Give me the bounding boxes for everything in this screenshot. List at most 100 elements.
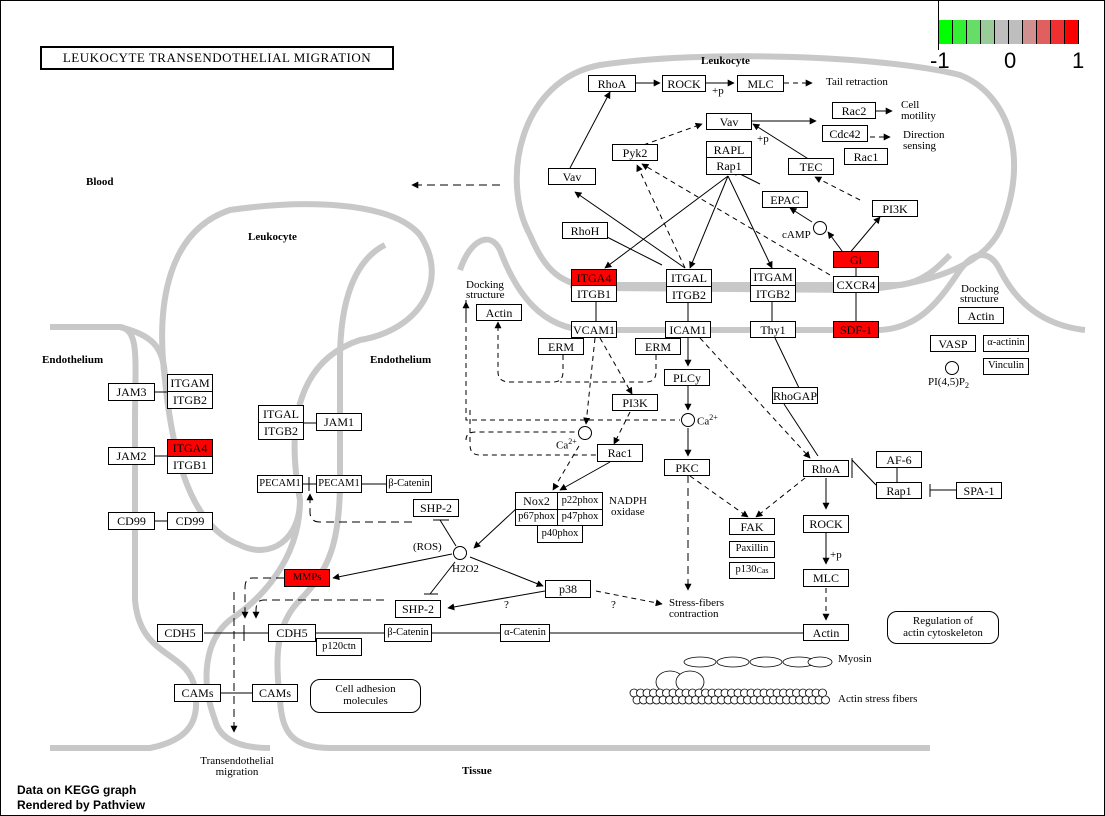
gene-node-pi3k-top[interactable]: PI3K [872,200,918,217]
gene-node-rap1-top[interactable]: Rap1 [706,157,752,175]
legend-tick-min: -1 [930,48,950,73]
gene-node-vasp[interactable]: VASP [930,335,976,352]
gene-node-epac[interactable]: EPAC [762,191,808,208]
gene-node-p38[interactable]: p38 [545,580,591,598]
gene-node-itgb1-left[interactable]: ITGB1 [167,456,213,474]
gene-node-pkc[interactable]: PKC [664,459,710,476]
label-h2o2: H2O2 [452,563,479,575]
gene-node-itgam-main[interactable]: ITGAM [750,268,796,286]
compound-pip2[interactable] [945,361,959,375]
gene-node-jam2[interactable]: JAM2 [108,447,155,465]
label-plus-p-2: +p [757,133,769,145]
gene-node-shp2-top[interactable]: SHP-2 [413,499,459,517]
gene-node-cams-b[interactable]: CAMs [252,684,298,702]
gene-node-spa1[interactable]: SPA-1 [956,482,1002,499]
gene-node-cdh5-a[interactable]: CDH5 [157,624,203,642]
gene-node-alpha-actinin[interactable]: α-actinin [983,335,1029,352]
gene-node-beta-catenin-top[interactable]: β-Catenin [386,475,432,493]
label-myosin: Myosin [838,653,872,665]
gene-node-actin-docking-right[interactable]: Actin [958,307,1004,324]
gene-node-vcam1[interactable]: VCAM1 [571,321,617,338]
label-pip2: PI(4,5)P2 [928,376,969,391]
gene-node-mlc-mid[interactable]: MLC [803,569,849,587]
gene-node-rap1-right[interactable]: Rap1 [876,482,922,499]
gene-node-p120ctn[interactable]: p120ctn [316,638,362,656]
gene-node-actin-docking[interactable]: Actin [476,304,522,321]
gene-node-itgb2-left[interactable]: ITGB2 [167,391,213,409]
gene-node-pyk2[interactable]: Pyk2 [612,144,658,161]
gene-node-alpha-catenin[interactable]: α-Catenin [500,624,550,642]
gene-node-gi[interactable]: Gi [833,251,879,268]
gene-node-actin-bottom[interactable]: Actin [803,624,849,641]
gene-node-jam3[interactable]: JAM3 [108,383,155,401]
gene-node-rhoa-mid[interactable]: RhoA [803,460,849,477]
gene-node-rock-mid[interactable]: ROCK [803,515,849,533]
gene-node-mmps[interactable]: MMPs [284,569,330,587]
gene-node-paxillin[interactable]: Paxillin [729,541,775,558]
gene-node-erm-right[interactable]: ERM [635,338,681,355]
label-ca-left: Ca2+ [556,437,577,452]
gene-node-rhoh[interactable]: RhoH [562,222,608,239]
gene-node-tec[interactable]: TEC [788,158,834,175]
gene-node-rhogap[interactable]: RhoGAP [772,387,818,404]
gene-node-rac1-mid[interactable]: Rac1 [597,444,643,462]
gene-node-p22phox[interactable]: p22phox [557,492,603,510]
gene-node-itgb1-main[interactable]: ITGB1 [571,285,617,302]
label-tem-1: Transendothelial [200,755,274,767]
gene-node-shp2-bottom[interactable]: SHP-2 [395,600,441,618]
gene-node-rac2[interactable]: Rac2 [832,102,876,119]
gene-node-pecam1-b[interactable]: PECAM1 [316,475,362,493]
gene-node-itga4-left[interactable]: ITGA4 [167,439,213,457]
gene-node-cd99-b[interactable]: CD99 [167,512,213,530]
compound-ca-right[interactable] [681,413,695,427]
label-ros: (ROS) [413,541,442,553]
gene-node-jam1[interactable]: JAM1 [316,413,362,431]
gene-node-fak[interactable]: FAK [729,518,775,535]
gene-node-itgam-left[interactable]: ITGAM [167,374,213,392]
leukocyte-mid-edge [570,252,953,288]
gene-node-p47phox[interactable]: p47phox [557,509,603,526]
gene-node-itgb2-main[interactable]: ITGB2 [666,286,712,303]
gene-node-rhoa-top[interactable]: RhoA [588,75,636,92]
compound-camp[interactable] [813,221,827,235]
actin-monomer [821,695,830,705]
gene-node-itgal-mid[interactable]: ITGAL [258,405,304,423]
gene-node-vav-left[interactable]: Vav [548,168,596,185]
gene-node-itgb2-mid[interactable]: ITGB2 [258,422,304,440]
gene-node-icam1[interactable]: ICAM1 [665,321,711,338]
gene-node-beta-catenin-bottom[interactable]: β-Catenin [384,624,432,642]
gene-node-cd99-a[interactable]: CD99 [108,512,155,530]
gene-node-pecam1-a[interactable]: PECAM1 [257,475,303,493]
gene-node-rock-top[interactable]: ROCK [662,75,706,92]
gene-node-erm-left[interactable]: ERM [538,338,584,355]
gene-node-p67phox[interactable]: p67phox [515,509,558,526]
gene-node-plcy[interactable]: PLCy [664,369,710,386]
gene-node-af6[interactable]: AF-6 [876,451,922,468]
compound-h2o2[interactable] [453,546,467,560]
cell-adhesion-label-2: molecules [343,695,388,707]
gene-node-cdc42[interactable]: Cdc42 [822,125,868,142]
gene-node-thy1[interactable]: Thy1 [750,321,796,338]
gene-node-mlc-top[interactable]: MLC [737,75,784,92]
gene-node-itgal-main[interactable]: ITGAL [666,269,712,287]
gene-node-vav-mid[interactable]: Vav [706,113,752,130]
gene-node-cxcr4[interactable]: CXCR4 [833,276,879,293]
actin-stress-fibers-figure [629,688,830,705]
gene-node-rac1-top[interactable]: Rac1 [844,148,888,165]
gene-node-cdh5-b[interactable]: CDH5 [268,624,316,642]
gene-node-sdf1[interactable]: SDF-1 [833,321,879,338]
gene-node-rapl[interactable]: RAPL [706,141,752,158]
compound-ca-left[interactable] [578,426,592,440]
gene-node-itga4-main[interactable]: ITGA4 [571,269,617,286]
gene-node-vinculin[interactable]: Vinculin [983,358,1029,375]
gene-node-p40phox[interactable]: p40phox [537,525,583,543]
gene-node-cams-a[interactable]: CAMs [174,684,221,702]
gene-node-nox2[interactable]: Nox2 [515,492,558,510]
gene-node-itgb2-main2[interactable]: ITGB2 [750,285,796,302]
gene-node-pi3k-mid[interactable]: PI3K [612,394,658,411]
label-docking-1: Docking [466,279,504,291]
